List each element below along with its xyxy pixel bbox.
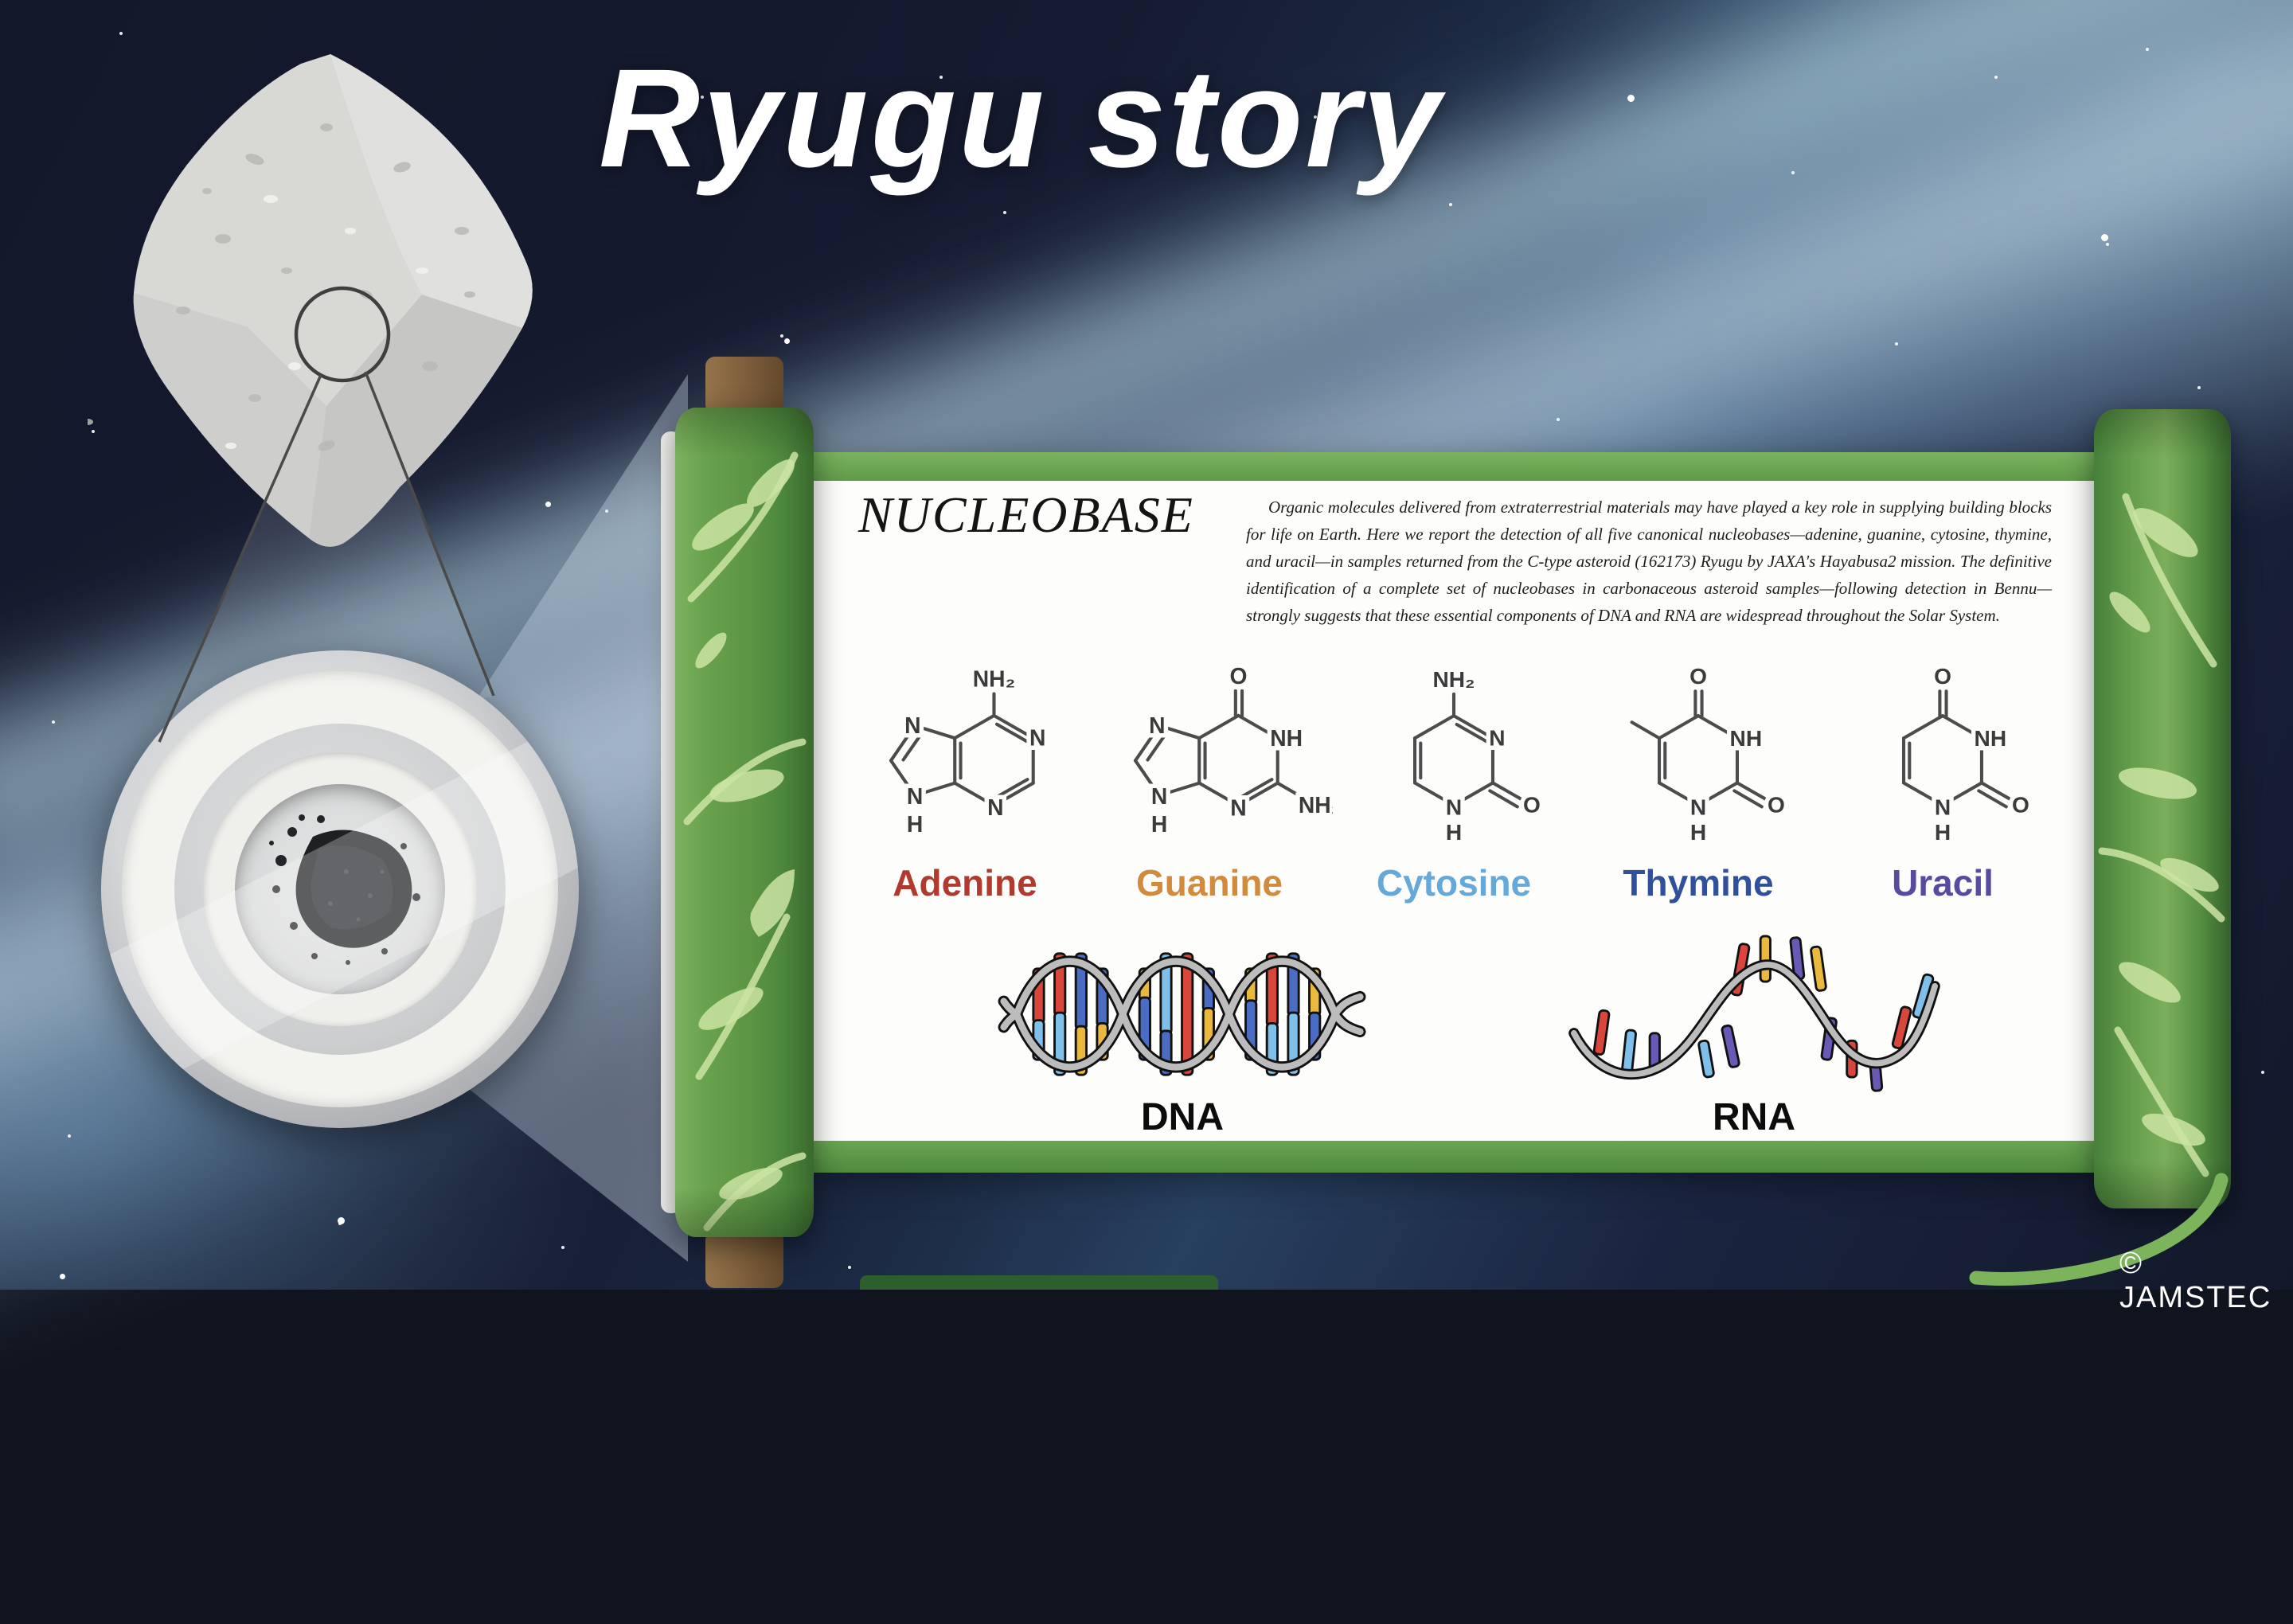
atom-label: N	[1151, 783, 1167, 809]
scroll-paper: NUCLEOBASE Organic molecules delivered f…	[812, 452, 2096, 1173]
atom-label: O	[1768, 793, 1785, 818]
molecule-adenine: NH₂ N N N N H Adenine	[846, 637, 1084, 904]
atom-label: NH	[1270, 725, 1303, 751]
nucleobase-structures-row: NH₂ N N N N H Adenine	[846, 637, 2062, 904]
dna-double-helix	[998, 952, 1366, 1076]
atom-label: N	[1935, 794, 1951, 819]
atom-label: N	[987, 794, 1003, 820]
atom-label: N	[1149, 712, 1165, 738]
stars-large	[784, 338, 790, 344]
atom-label: N	[907, 783, 923, 809]
label-guanine: Guanine	[1135, 862, 1283, 904]
atom-label: NH₂	[1299, 792, 1333, 818]
atom-label: O	[2012, 793, 2029, 818]
adenine-structure: NH₂ N N N N H	[889, 662, 1050, 841]
scroll-paper-green-border-top	[812, 452, 2096, 481]
atom-label: H	[1151, 811, 1167, 837]
rna-single-strand	[1568, 935, 1940, 1092]
dna-label: DNA	[1141, 1096, 1224, 1138]
scroll-tendril-vine	[1969, 1173, 2229, 1286]
rna-illustration-block: RNA	[1551, 935, 1957, 1139]
leaf-pattern-right	[2098, 493, 2225, 1177]
atom-label: H	[907, 811, 923, 837]
dna-illustration-block: DNA	[979, 935, 1385, 1139]
molecule-cytosine: NH₂ N O N H Cytosine	[1334, 637, 1573, 904]
scroll-peg-bottom	[705, 1231, 783, 1288]
atom-label: NH₂	[973, 666, 1015, 691]
atom-label: O	[1689, 664, 1707, 689]
rna-label: RNA	[1713, 1096, 1795, 1138]
atom-label: H	[1446, 820, 1462, 845]
stars-small	[119, 32, 123, 35]
thymine-structure: O NH O N H	[1630, 660, 1789, 849]
atom-label: N	[1446, 794, 1462, 819]
leaf-pattern-left	[683, 451, 807, 1232]
sample-dish	[101, 650, 579, 1128]
guanine-structure: O NH NH₂ N N N H	[1133, 658, 1333, 841]
page-title: Ryugu story	[599, 41, 1443, 197]
copyright-credit: © JAMSTEC	[2119, 1247, 2272, 1314]
scroll-paper-green-border-bottom	[812, 1141, 2096, 1173]
vine-bottom-edge	[860, 1275, 1218, 1290]
atom-label: O	[1934, 664, 1951, 689]
abstract-paragraph: Organic molecules delivered from extrate…	[1246, 498, 2052, 626]
atom-label: NH₂	[1432, 667, 1475, 692]
scroll-roller-left	[675, 408, 814, 1237]
atom-label: N	[1230, 795, 1246, 821]
label-thymine: Thymine	[1623, 862, 1774, 904]
label-uracil: Uracil	[1892, 862, 1994, 904]
atom-label: N	[1029, 724, 1045, 750]
atom-label: O	[1229, 663, 1247, 689]
cytosine-structure: NH₂ N O N H	[1413, 662, 1545, 849]
molecule-uracil: O NH O N H Uracil	[1823, 637, 2062, 904]
dish-glare	[101, 650, 579, 1128]
label-adenine: Adenine	[893, 862, 1037, 904]
atom-label: NH	[1730, 726, 1763, 751]
molecule-thymine: O NH O N H Thymine	[1579, 637, 1818, 904]
molecule-guanine: O NH NH₂ N N N H Guanine	[1090, 637, 1333, 904]
atom-label: N	[904, 712, 920, 738]
scroll-roller-right	[2094, 409, 2231, 1208]
atom-label: H	[1935, 820, 1951, 845]
label-cytosine: Cytosine	[1376, 862, 1532, 904]
atom-label: N	[1489, 725, 1505, 750]
scroll-peg-top	[705, 357, 783, 414]
atom-label: H	[1690, 820, 1706, 845]
nucleobase-heading: NUCLEOBASE	[858, 486, 1194, 543]
asteroid-ryugu-illustration	[88, 54, 533, 547]
atom-label: N	[1690, 794, 1706, 819]
uracil-structure: O NH O N H	[1902, 660, 2033, 849]
atom-label: NH	[1975, 726, 2007, 751]
atom-label: O	[1523, 793, 1541, 818]
